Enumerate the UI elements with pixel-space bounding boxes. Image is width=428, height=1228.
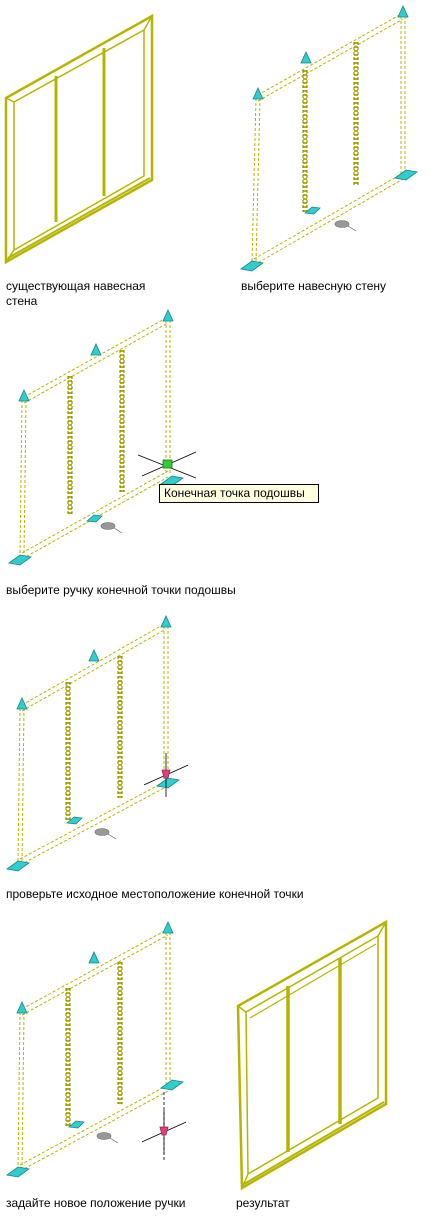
- wall-top-rail-b: [257, 18, 404, 102]
- wall-bottom-rail-b: [19, 1090, 169, 1172]
- grip-top-left: [252, 87, 264, 100]
- wall-left-post-b: [21, 707, 25, 863]
- grip-bottom-left: [6, 860, 30, 872]
- wall-top-rail-b: [23, 322, 169, 404]
- endpoint-tooltip: Конечная точка подошвы: [159, 484, 319, 503]
- caption-result: результат: [236, 1196, 290, 1210]
- wall-left-post-b: [21, 1011, 25, 1169]
- existing-curtain-wall: [4, 13, 154, 265]
- wall-left-post-a: [17, 707, 21, 863]
- caption-set-position: задайте новое положение ручки: [6, 1196, 186, 1210]
- roof-direction-marker-tick: [113, 527, 123, 534]
- wall-left-post-b: [23, 399, 27, 557]
- wall-top-rail-a: [21, 928, 169, 1010]
- original-endpoint-wall: [6, 615, 189, 872]
- grip-top-left: [18, 389, 30, 402]
- wall-bottom-rail-a: [21, 470, 169, 554]
- roof-direction-marker: [334, 220, 350, 228]
- wall-top-rail-b: [21, 934, 169, 1016]
- wall-top-rail-a: [21, 622, 167, 706]
- new-position-wall: [6, 921, 187, 1178]
- wall-bottom-rail-b: [19, 786, 167, 866]
- grip-bottom-middle: [304, 206, 321, 215]
- wall-bottom-rail-a: [253, 172, 404, 260]
- frame-depth-tr: [143, 15, 153, 31]
- endpoint-marker: [161, 769, 171, 779]
- result-curtain-wall: [236, 919, 388, 1191]
- hot-grip: [162, 459, 173, 469]
- grip-bottom-left: [6, 1166, 30, 1178]
- grip-top-right: [162, 921, 174, 934]
- frame-depth-tl: [237, 1005, 247, 1013]
- grip-bottom-middle: [86, 514, 103, 523]
- roof-direction-marker-tick: [109, 1137, 119, 1144]
- frame-depth-tr: [377, 921, 387, 937]
- roof-direction-marker: [96, 1132, 112, 1140]
- grip-bottom-right: [160, 1079, 184, 1091]
- frame-depth-tl: [5, 97, 15, 103]
- roof-direction-marker-tick: [107, 833, 117, 840]
- grip-top-middle: [300, 51, 312, 64]
- grip-top-middle: [88, 649, 100, 662]
- roof-direction-marker: [94, 828, 110, 836]
- frame-sill: [7, 177, 151, 259]
- grip-bottom-middle: [68, 1120, 85, 1129]
- wall-bottom-rail-a: [19, 1084, 169, 1166]
- grip-top-left: [16, 1001, 28, 1014]
- grip-top-left: [16, 697, 28, 710]
- wall-top-rail-a: [257, 12, 404, 96]
- grip-bottom-left: [240, 260, 264, 272]
- wall-top-rail-b: [21, 628, 167, 712]
- grip-top-right: [397, 5, 409, 18]
- frame-head-detail: [249, 943, 377, 1019]
- wall-bottom-rail-a: [19, 780, 167, 860]
- grip-top-right: [160, 615, 172, 628]
- wall-left-post-a: [251, 97, 257, 263]
- grip-selection-wall: [8, 309, 197, 566]
- grip-bottom-middle: [66, 816, 83, 825]
- roof-direction-marker-tick: [347, 225, 357, 232]
- wall-bottom-rail-b: [21, 476, 169, 560]
- wall-bottom-rail-b: [253, 178, 404, 266]
- grip-bottom-left: [8, 554, 32, 566]
- caption-select-wall: выберите навесную стену: [241, 279, 386, 293]
- frame-inner: [245, 934, 379, 1176]
- grip-top-middle: [88, 951, 100, 964]
- wall-top-rail-a: [23, 316, 169, 398]
- grip-top-middle: [90, 343, 102, 356]
- grip-top-right: [162, 309, 174, 322]
- new-position-marker: [159, 1126, 169, 1136]
- frame-outer: [4, 13, 154, 265]
- roof-direction-marker: [100, 522, 116, 530]
- frame-inner: [13, 28, 145, 252]
- wall-left-post-b: [255, 97, 261, 263]
- wall-left-post-a: [17, 1011, 21, 1169]
- grip-bottom-right: [156, 777, 180, 789]
- caption-check-location: проверьте исходное местоположение конечн…: [6, 887, 304, 901]
- caption-select-grip: выберите ручку конечной точки подошвы: [6, 583, 236, 597]
- caption-existing-wall: существующая навесная стена: [6, 279, 146, 308]
- frame-depth-bl: [241, 1173, 249, 1189]
- frame-outer: [236, 919, 388, 1191]
- selected-curtain-wall: [240, 5, 418, 272]
- wall-left-post-a: [19, 399, 23, 557]
- grip-bottom-right: [394, 169, 418, 181]
- frame-sill: [243, 1101, 385, 1185]
